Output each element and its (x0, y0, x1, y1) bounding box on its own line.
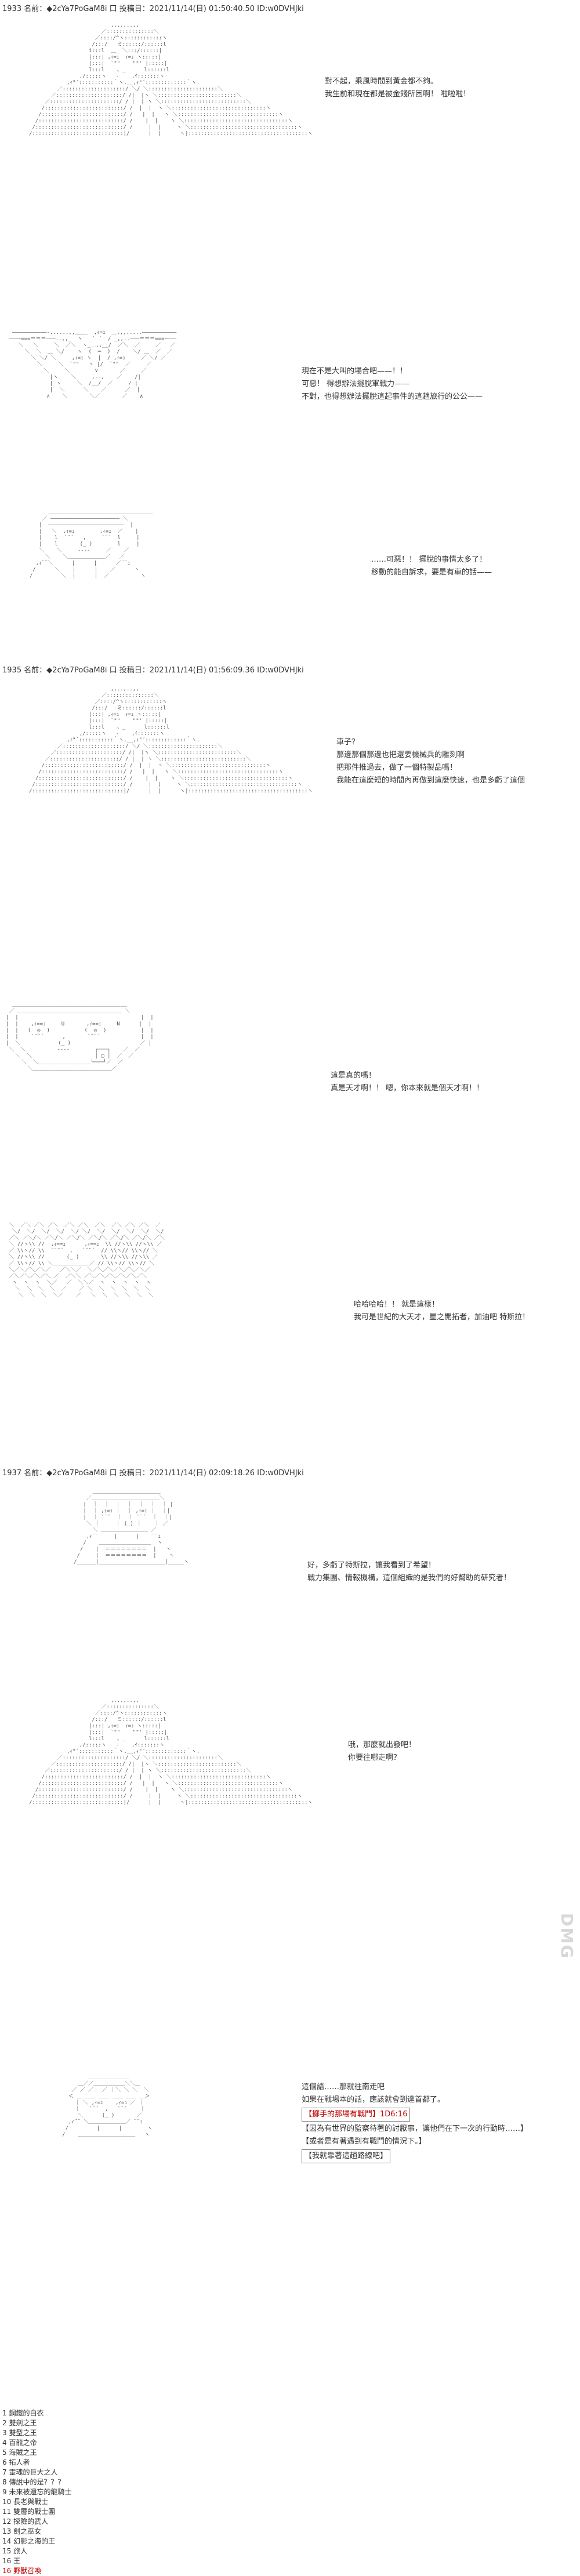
ascii-art-character: ＿＿＿＿＿＿＿＿＿＿＿＿＿＿＿＿＿＿＿＿ ／ ―――――――――――――――――… (29, 510, 153, 579)
list-item: 12 探險的武人 (2, 2517, 49, 2526)
dialogue-line: 現在不是大叫的場合吧——！！ (302, 367, 408, 376)
dialogue-line: 移動的能自訴求，要是有車的話—— (371, 568, 492, 577)
dialogue-block: 哦，那麼就出發吧！ 你要往哪走啊？ (348, 1739, 416, 1764)
ascii-art-character: ＼ ／＼ ／＼ ／＼ ／＼ ／＼ ／＼ ／＼ ／＼ ／＼ ／ ＼/ ＼/ ＼/ … (9, 1222, 165, 1298)
dice-roll-box: 【擲手的那場有戰鬥】1D6:16 (302, 2108, 411, 2122)
dialogue-line: 不對，也得想辦法擺脫這起事件的這趟旅行的公公—— (302, 392, 483, 401)
list-item: 6 拓人者 (2, 2458, 30, 2466)
ascii-art-character: ＿＿＿＿＿＿＿＿＿＿＿＿＿＿＿＿＿＿＿＿＿＿ ／ ＿＿＿＿＿＿＿＿＿＿＿＿＿＿＿… (6, 1002, 154, 1072)
dialogue-block: 好，多虧了特斯拉，讓我看到了希望！ 戰力集團、情報機構，這個組織的是我們的好幫助… (307, 1559, 511, 1585)
list-item: 10 長老與戰士 (2, 2498, 49, 2506)
dialogue-line: 如果在戰場本的話，應該就會到達首都了。 (302, 2095, 445, 2104)
list-item-highlighted: 16 野獸召喚 (2, 2567, 42, 2575)
dialogue-line: ……可惡！！ 擺脫的事情太多了！ (371, 555, 487, 564)
ascii-art-character: ―――――――――――‐.....,,,____ ,ｨ=ｭ ＿,,,.....―… (9, 330, 177, 399)
dialogue-line: 車子？ (336, 738, 360, 747)
dialogue-line: 哦，那麼就出發吧！ (348, 1741, 416, 1749)
dialogue-line: 好，多虧了特斯拉，讓我看到了希望！ (307, 1561, 436, 1570)
dialogue-line: 【或者是有著遇到有戰鬥的情況下。】 (302, 2137, 426, 2146)
dialogue-line: 對不起，乘風時間到黃金都不夠。 (325, 77, 438, 86)
ascii-art-character: ,,..,..,, ／:::::::::::::::＼ ／::::/^ヽ::::… (29, 1698, 313, 1806)
list-item: 1 鋼鐵的白衣 (2, 2409, 44, 2417)
post-header-1933: 1933 名前：◆2cYa7PoGaM8i 口 投稿日：2021/11/14(日… (2, 5, 304, 13)
dialogue-line: 我生前和現在都是被金錢所困啊！ 啦啦啦！ (325, 90, 471, 99)
ascii-art-character: ,,..,..,, ／:::::::::::::::＼ ／::::/^ヽ::::… (29, 686, 313, 794)
list-item: 16 王 (2, 2557, 21, 2565)
watermark-logo: DMG (557, 1913, 577, 1960)
decision-box: 【我就靠著這趟路線吧】 (302, 2149, 391, 2163)
dialogue-block: 現在不是大叫的場合吧——！！ 可惡！ 得想辦法擺脫軍戰力—— 不對，也得想辦法擺… (302, 365, 483, 403)
dialogue-block: 對不起，乘風時間到黃金都不夠。 我生前和現在都是被金錢所困啊！ 啦啦啦！ (325, 75, 470, 101)
dialogue-block: 這個語……那就往南走吧 如果在戰場本的話，應該就會到達首都了。 【擲手的那場有戰… (302, 2081, 528, 2164)
list-item: 8 傳說中的是？？？ (2, 2478, 65, 2486)
dialogue-line: 那邊那個那邊也把還要機械兵的雕刻啊 (336, 751, 465, 759)
dialogue-line: 真是天才啊！！ 嗯，你本來就是個天才啊！！ (331, 1084, 484, 1093)
dialogue-block: 哈哈哈哈！！ 就是這樣！ 我可是世紀的大天才，星之開拓者，加油吧 特斯拉！ (354, 1298, 530, 1324)
list-item: 7 靈魂的巨大之人 (2, 2468, 58, 2476)
dialogue-line: 我能在這麼短的時間內再做到這麼快速，也是多虧了這個 (336, 776, 525, 785)
dialogue-block: 這是真的嗎！ 真是天才啊！！ 嗯，你本來就是個天才啊！！ (331, 1069, 484, 1095)
list-item: 5 海賊之王 (2, 2448, 37, 2457)
dialogue-line: 【因為有世界的監察待著的討厭事，讓他們在下一次的行動時……】 (302, 2124, 528, 2133)
list-item: 14 幻影之海的王 (2, 2537, 56, 2545)
character-list: 1 鋼鐵的白衣 2 雙劍之王 3 雙型之王 4 百龍之帝 5 海賊之王 6 拓人… (2, 2408, 71, 2576)
dialogue-block: ……可惡！！ 擺脫的事情太多了！ 移動的能自訴求，要是有車的話—— (371, 554, 492, 579)
post-header-1935: 1935 名前：◆2cYa7PoGaM8i 口 投稿日：2021/11/14(日… (2, 666, 304, 675)
dialogue-line: 這個語……那就往南走吧 (302, 2083, 385, 2091)
dialogue-line: 戰力集團、情報機構，這個組織的是我們的好幫助的研究者！ (307, 1574, 512, 1582)
list-item: 13 劍之巫女 (2, 2527, 42, 2535)
ascii-art-character: ＿＿＿＿＿＿＿＿＿＿＿＿＿ ／＿＿＿＿＿＿＿＿＿＿＿＿＿＼ | ｜ ｜ ｜ ｜ … (74, 1489, 189, 1565)
list-item: 4 百龍之帝 (2, 2439, 37, 2447)
list-item: 15 旅人 (2, 2547, 28, 2555)
list-item: 9 未來被遺忘的龍騎士 (2, 2488, 72, 2496)
dialogue-line: 這是真的嗎！ (331, 1071, 376, 1080)
list-item: 11 雙層的戰士團 (2, 2508, 56, 2516)
list-item: 2 雙劍之王 (2, 2419, 37, 2427)
dialogue-line: 我可是世紀的大天才，星之開拓者，加油吧 特斯拉！ (354, 1313, 530, 1322)
dialogue-line: 【我就靠著這趟路線吧】 (302, 2148, 528, 2164)
dialogue-line: 你要往哪走啊？ (348, 1753, 401, 1762)
dialogue-block: 車子？ 那邊那個那邊也把還要機械兵的雕刻啊 把那件推過去，做了一個特製品嗎！ 我… (336, 736, 525, 787)
dialogue-line: 【擲手的那場有戰鬥】1D6:16 (302, 2106, 528, 2123)
dialogue-line: 可惡！ 得想辦法擺脫軍戰力—— (302, 380, 410, 388)
post-header-1937: 1937 名前：◆2cYa7PoGaM8i 口 投稿日：2021/11/14(日… (2, 1469, 304, 1478)
dialogue-line: 哈哈哈哈！！ 就是這樣！ (354, 1300, 440, 1309)
ascii-art-character: ＿＿＿＿＿＿＿＿ ＿／／＿＿＿＿＿＿＼＼＿ ／ ／ ／｜ ／ ｜＼ ＼ ＼ ＼ … (62, 2075, 153, 2138)
list-item: 3 雙型之王 (2, 2429, 37, 2437)
dialogue-line: 把那件推過去，做了一個特製品嗎！ (336, 763, 458, 772)
ascii-art-character: ,,..,..,, ／:::::::::::::::＼ ／::::/^ヽ::::… (29, 23, 313, 137)
